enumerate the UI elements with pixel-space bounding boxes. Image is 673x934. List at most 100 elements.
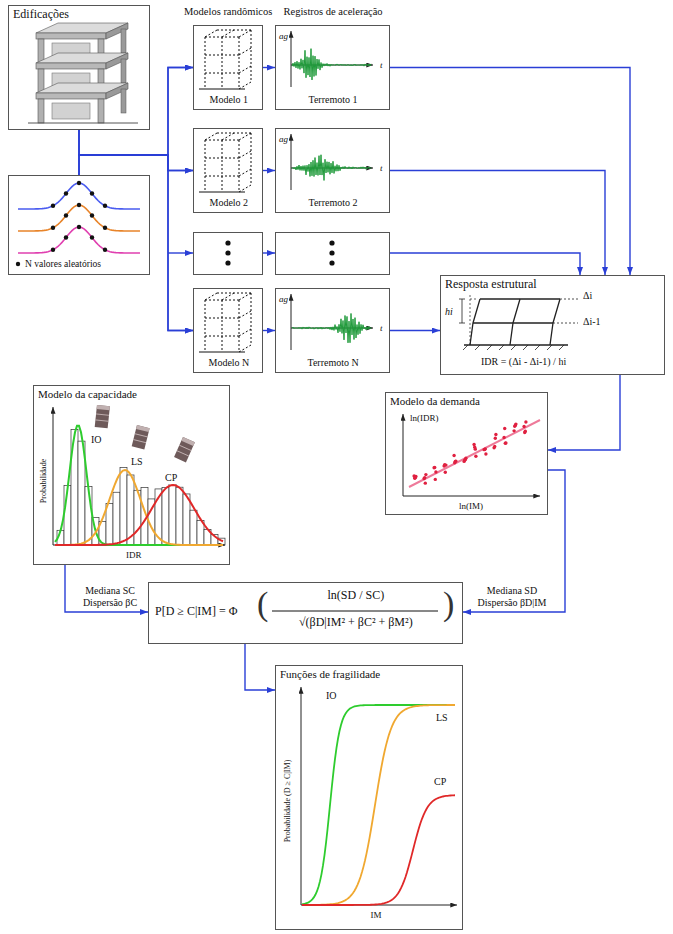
demand-point [424,473,427,476]
demand-point [503,427,506,430]
demand-point [454,459,457,462]
column-heading: Modelos randômicos [184,6,272,18]
frame-member [239,140,240,192]
sample-dot [103,226,107,230]
building-illustration [28,23,138,123]
frame-member [205,140,206,192]
sample-dot [103,248,107,252]
text-label: √(βD|IM² + βC² + βM²) [299,616,413,630]
capacity-histogram [53,405,225,545]
frame-member [239,37,240,89]
demand-point [522,425,525,428]
sample-dot [16,262,20,266]
building-icon [174,437,195,462]
flow-arrow [263,67,275,68]
frame-member [205,37,206,89]
sample-dot [51,226,55,230]
flow-arrow [79,68,193,156]
accelerogram [291,294,373,350]
heading: Terremoto 1 [309,94,358,106]
accelerogram-trace [292,155,371,181]
text-label: ag [279,294,288,304]
model-box: Modelo N [193,288,263,373]
demand-point [422,477,425,480]
accelerogram [291,134,373,190]
text-label: IO [326,690,337,702]
capacity-curve [55,485,223,545]
sample-dot [90,213,94,217]
slab [36,33,106,39]
fragility-curve [302,705,455,904]
building-box: Edificações [8,5,150,130]
heading: Resposta estrutural [445,278,537,292]
demand-box: Modelo da demandaln(IDR)ln(IM) [385,392,548,515]
accelerogram-trace [292,313,371,342]
fragility-plot [301,687,457,905]
text-label: ln(IM) [459,501,483,511]
demand-point [504,441,507,444]
text-label: IDR = (Δi - Δi-1) / hi [481,356,566,368]
accelerogram-trace [292,49,371,80]
heading: Modelo 1 [210,94,249,106]
text-label: LS [436,712,448,724]
sample-dot [90,235,94,239]
histogram-bar [162,487,169,545]
heading: N valores aleatórios [25,259,101,270]
frame-model [199,133,251,192]
demand-point [432,466,435,469]
demand-point [423,476,426,479]
column [121,59,126,83]
sample-dot [77,203,81,207]
frame-member [239,311,251,318]
frame-member [222,293,234,300]
histogram-bar [169,484,176,545]
demand-point [464,457,467,460]
slab [36,93,106,99]
demand-point [434,470,437,473]
text-label: Δi [583,290,592,302]
frame-member [222,30,234,37]
frame-member [239,169,251,176]
text-label: IO [90,434,103,446]
acc-axis [291,294,292,350]
demand-point [514,422,517,425]
formula-box: P[D ≥ C|IM] = Φ(ln(SD / SC)√(βD|IM² + βC… [148,582,463,644]
demand-point [454,460,457,463]
demand-point [474,455,477,458]
frame-member [222,140,223,192]
demand-point [524,430,527,433]
heading: Funções de fragilidade [280,668,380,681]
flow-arrow [548,375,620,450]
demand-point [484,447,487,450]
sample-dot [64,191,68,195]
heading: Modelo N [209,357,250,369]
frame-member [205,176,239,177]
column [38,99,44,123]
frame-member [205,300,206,352]
frame-member [239,329,251,336]
frame-member [239,151,251,158]
demand-point [414,475,417,478]
flow-arrow [245,644,275,690]
ground [199,89,245,90]
demand-point [474,447,477,450]
frame-member [251,133,252,185]
frame-member [205,73,239,74]
demand-point [434,478,437,481]
flow-arrow [463,470,565,612]
frame-member [239,185,251,192]
frame-member [205,293,217,300]
demand-point [502,436,505,439]
record-box: Terremoto 2agt [275,128,390,213]
flow-arrow [65,565,148,612]
pdf-curve [18,183,140,209]
sample-dot [90,191,94,195]
frame-member [239,30,251,37]
frame-member [239,82,251,89]
acc-axis [291,134,292,190]
text-label: ( [257,587,268,621]
frame-member [239,133,251,140]
frame-member [205,55,239,56]
histogram-bar [176,487,183,545]
